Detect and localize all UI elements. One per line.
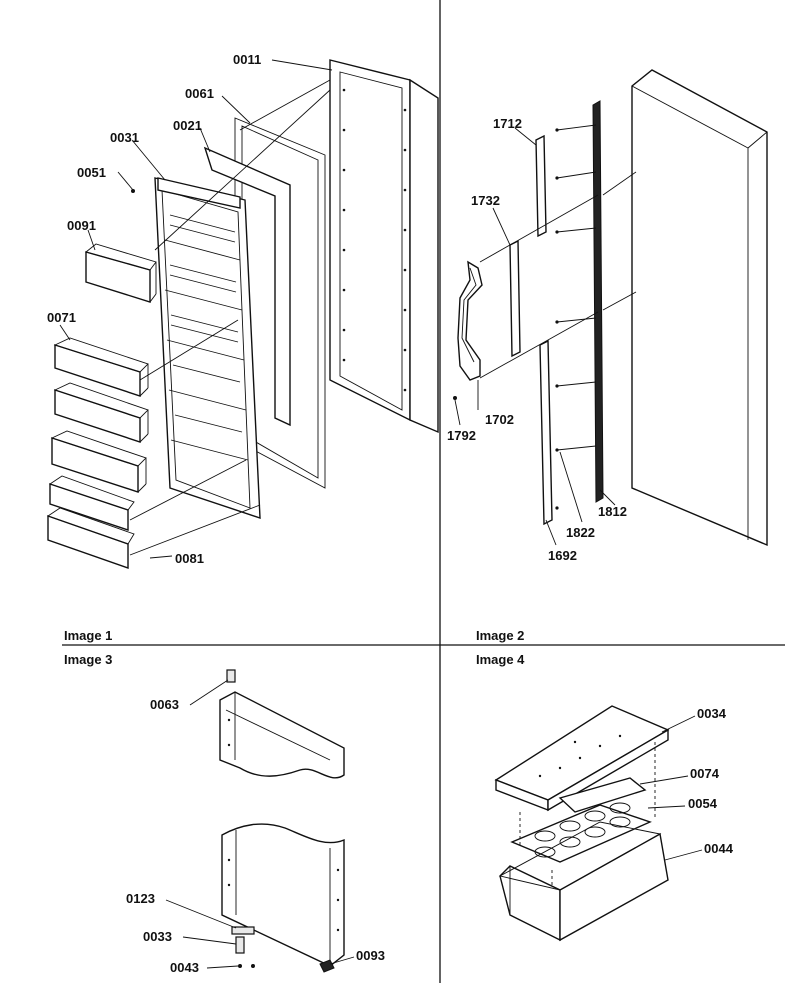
hinge-bushing xyxy=(235,936,245,954)
image2-alignment-lines xyxy=(479,124,637,451)
callout-0051: 0051 xyxy=(77,165,106,180)
hinge-screw xyxy=(251,964,255,968)
door-bin xyxy=(53,337,149,397)
image3-door-hinges: 0063 0123 0033 0043 0093 xyxy=(126,669,385,975)
door-bin xyxy=(46,507,135,569)
door-screw-holes xyxy=(342,88,407,392)
callout-0123: 0123 xyxy=(126,891,155,906)
door-bin xyxy=(53,382,149,443)
door-stop xyxy=(319,959,335,973)
screw xyxy=(131,189,135,193)
lid-dots xyxy=(538,734,622,778)
image3-screw-dots xyxy=(227,718,340,932)
image4-guide-lines xyxy=(519,742,656,888)
door-bins xyxy=(46,337,149,569)
egg-tray xyxy=(510,777,652,863)
door-bin xyxy=(48,475,135,531)
breaker-strip xyxy=(203,146,291,427)
image4-leader-lines xyxy=(639,715,703,861)
hinge-bracket xyxy=(231,926,255,935)
image3-leader-lines xyxy=(165,679,355,969)
upper-handle-cap xyxy=(535,134,547,238)
caption-image3: Image 3 xyxy=(64,652,112,667)
image2-handle-exploded: 1712 1732 1702 1792 1692 1822 1812 xyxy=(447,69,768,563)
image1-leader-lines xyxy=(59,59,333,559)
callout-0054: 0054 xyxy=(688,796,718,811)
door-liner xyxy=(154,177,261,519)
callout-0031: 0031 xyxy=(110,130,139,145)
door-handle xyxy=(457,260,483,381)
top-hinge-pin xyxy=(226,669,236,683)
callout-0043: 0043 xyxy=(170,960,199,975)
panel-dividers xyxy=(62,0,785,983)
hinge-screw xyxy=(238,964,242,968)
callout-1732: 1732 xyxy=(471,193,500,208)
small-door-bin xyxy=(85,243,157,303)
lower-trim xyxy=(539,339,553,526)
lower-door-fragment xyxy=(221,823,345,967)
callout-0081: 0081 xyxy=(175,551,204,566)
callout-1792: 1792 xyxy=(447,428,476,443)
callout-0044: 0044 xyxy=(704,841,734,856)
upper-door-fragment xyxy=(219,691,345,779)
caption-image2: Image 2 xyxy=(476,628,524,643)
callout-0093: 0093 xyxy=(356,948,385,963)
liner-shelf-ribs xyxy=(169,214,243,433)
image4-egg-bin: 0034 0074 0054 0044 xyxy=(494,705,734,942)
image1-door-exploded: 0011 0061 0021 0031 0051 0091 0071 0081 xyxy=(46,52,439,569)
bin-lid xyxy=(494,705,670,812)
outer-door-panel xyxy=(329,59,439,434)
callout-0063: 0063 xyxy=(150,697,179,712)
callout-0074: 0074 xyxy=(690,766,720,781)
caption-image1: Image 1 xyxy=(64,628,112,643)
trim-strip xyxy=(592,100,604,503)
callout-0034: 0034 xyxy=(697,706,727,721)
callout-0033: 0033 xyxy=(143,929,172,944)
image2-leader-lines xyxy=(454,127,616,546)
middle-handle-cap xyxy=(509,239,521,358)
bin-body xyxy=(498,821,669,942)
callout-1702: 1702 xyxy=(485,412,514,427)
callout-1692: 1692 xyxy=(548,548,577,563)
callout-0061: 0061 xyxy=(185,86,214,101)
callout-0071: 0071 xyxy=(47,310,76,325)
callout-1712: 1712 xyxy=(493,116,522,131)
caption-image4: Image 4 xyxy=(476,652,525,667)
door-bin xyxy=(50,430,147,493)
callout-1812: 1812 xyxy=(598,504,627,519)
door-block xyxy=(631,69,768,547)
callout-0011: 0011 xyxy=(233,52,261,67)
callout-0091: 0091 xyxy=(67,218,96,233)
callout-0021: 0021 xyxy=(173,118,202,133)
callout-1822: 1822 xyxy=(566,525,595,540)
